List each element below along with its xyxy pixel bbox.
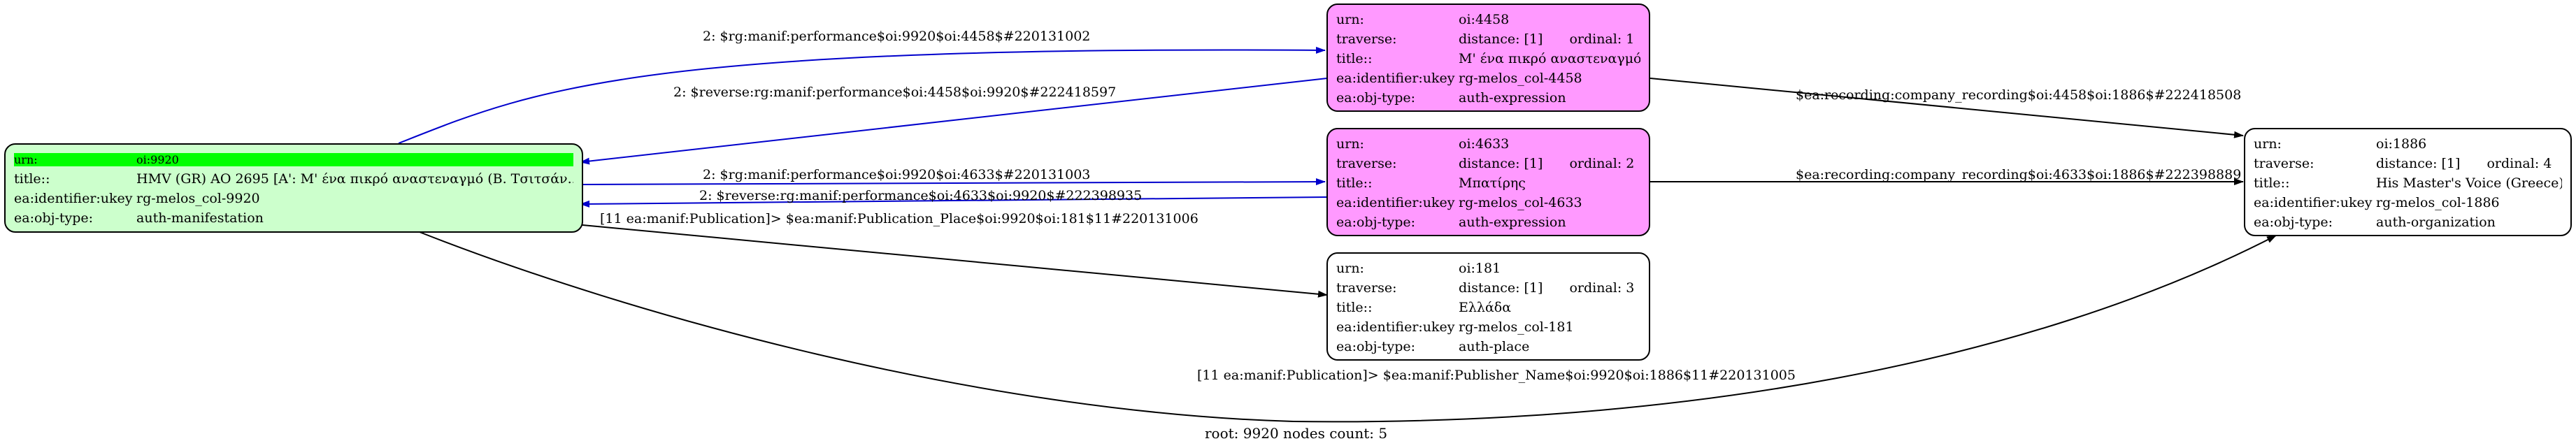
node-traverse-key: traverse:: [1336, 156, 1397, 171]
edge-label-9920-to-181: [11 ea:manif:Publication]> $ea:manif:Pub…: [600, 211, 1198, 226]
node-urn-key: urn:: [1336, 261, 1364, 276]
node-distance: distance: [1]: [1459, 31, 1543, 47]
node-ukey-value: rg-melos_col-4633: [1459, 195, 1582, 210]
edge-9920-to-4458: [398, 46, 1326, 144]
edge-4458-to-9920: [580, 78, 1328, 165]
node-ukey-value: rg-melos_col-9920: [136, 191, 260, 206]
node-ukey-value: rg-melos_col-181: [1459, 319, 1574, 335]
node-title-value: HMV (GR) AO 2695 [A': M' ένα πικρό αναστ…: [136, 171, 573, 187]
edge-label-4458-to-1886: $ea:recording:company_recording$oi:4458$…: [1796, 87, 2241, 103]
node-type-key: ea:obj-type:: [1336, 215, 1416, 230]
node-4458[interactable]: urn: oi:4458 traverse: distance: [1] ordina…: [1326, 3, 1650, 112]
node-ordinal: ordinal: 1: [1569, 31, 1635, 47]
node-ukey-key: ea:identifier:ukey: [1336, 71, 1455, 86]
edge-9920-to-4633: [582, 178, 1326, 186]
node-type-key: ea:obj-type:: [1336, 90, 1416, 106]
node-ukey-key: ea:identifier:ukey: [14, 191, 133, 206]
node-ordinal: ordinal: 4: [2486, 156, 2552, 171]
node-ordinal: ordinal: 3: [1569, 280, 1635, 296]
node-title-row: title:: HMV (GR) AO 2695 [A': M' ένα πικ…: [14, 169, 573, 189]
node-ukey-key: ea:identifier:ukey: [1336, 319, 1455, 335]
node-title-key: title::: [14, 171, 50, 187]
node-type-row: ea:obj-type: auth-manifestation: [14, 208, 573, 228]
node-urn-key: urn:: [1336, 12, 1364, 27]
node-title-key: title::: [1336, 51, 1373, 66]
node-type-value: auth-manifestation: [136, 210, 264, 226]
edge-4633-to-9920: [580, 196, 1328, 208]
node-title-value: Μ' ένα πικρό αναστεναγμό: [1459, 51, 1640, 66]
node-type-key: ea:obj-type:: [2254, 215, 2333, 230]
node-ukey-value: rg-melos_col-1886: [2376, 195, 2500, 210]
node-urn-key: urn:: [1336, 136, 1364, 152]
graph-footer-caption: root: 9920 nodes count: 5: [1205, 425, 1388, 442]
node-distance: distance: [1]: [1459, 156, 1543, 171]
node-title-value: Ελλάδα: [1459, 300, 1512, 315]
node-urn-row: urn: oi:9920: [14, 150, 573, 169]
node-title-key: title::: [1336, 175, 1373, 191]
node-title-key: title::: [2254, 175, 2290, 191]
node-traverse-key: traverse:: [2254, 156, 2314, 171]
node-type-value: auth-expression: [1459, 90, 1566, 106]
node-distance: distance: [1]: [2376, 156, 2461, 171]
edge-label-9920-to-4633: 2: $rg:manif:performance$oi:9920$oi:4633…: [703, 167, 1090, 182]
edge-9920-to-1886: [419, 231, 2277, 423]
node-traverse-key: traverse:: [1336, 280, 1397, 296]
node-urn-value: oi:4633: [1459, 136, 1510, 152]
node-distance: distance: [1]: [1459, 280, 1543, 296]
node-1886[interactable]: urn: oi:1886 traverse: distance: [1] ordina…: [2244, 128, 2572, 236]
edge-label-9920-to-4458: 2: $rg:manif:performance$oi:9920$oi:4458…: [703, 29, 1090, 44]
node-type-key: ea:obj-type:: [1336, 339, 1416, 354]
edge-9920-to-181: [582, 224, 1328, 298]
node-ukey-key: ea:identifier:ukey: [2254, 195, 2373, 210]
node-urn-value: oi:4458: [1459, 12, 1510, 27]
node-urn-key: urn:: [14, 152, 136, 166]
edge-label-9920-to-1886: [11 ea:manif:Publication]> $ea:manif:Pub…: [1197, 368, 1796, 383]
edge-label-4633-to-9920: 2: $reverse:rg:manif:performance$oi:4633…: [699, 188, 1142, 203]
node-urn-value: oi:1886: [2376, 136, 2427, 152]
edge-label-4458-to-9920: 2: $reverse:rg:manif:performance$oi:4458…: [673, 85, 1116, 100]
node-type-value: auth-expression: [1459, 215, 1566, 230]
edge-label-4633-to-1886: $ea:recording:company_recording$oi:4633$…: [1796, 167, 2241, 182]
node-title-key: title::: [1336, 300, 1373, 315]
node-urn-key: urn:: [2254, 136, 2282, 152]
node-title-value: His Master's Voice (Greece): [2376, 175, 2562, 191]
node-type-value: auth-place: [1459, 339, 1530, 354]
node-type-value: auth-organization: [2376, 215, 2496, 230]
node-title-value: Μπατίρης: [1459, 175, 1526, 191]
node-urn-value: oi:9920: [136, 152, 573, 166]
node-type-key: ea:obj-type:: [14, 210, 94, 226]
node-ukey-value: rg-melos_col-4458: [1459, 71, 1582, 86]
node-urn-value: oi:181: [1459, 261, 1501, 276]
node-root-9920[interactable]: urn: oi:9920 title:: HMV (GR) AO 2695 [A…: [4, 143, 583, 233]
node-181[interactable]: urn: oi:181 traverse: distance: [1] ordinal…: [1326, 252, 1650, 361]
edge-4458-to-1886: [1650, 78, 2244, 138]
node-traverse-key: traverse:: [1336, 31, 1397, 47]
node-ukey-key: ea:identifier:ukey: [1336, 195, 1455, 210]
node-ordinal: ordinal: 2: [1569, 156, 1635, 171]
node-4633[interactable]: urn: oi:4633 traverse: distance: [1] ordina…: [1326, 128, 1650, 236]
node-ukey-row: ea:identifier:ukey rg-melos_col-9920: [14, 189, 573, 208]
